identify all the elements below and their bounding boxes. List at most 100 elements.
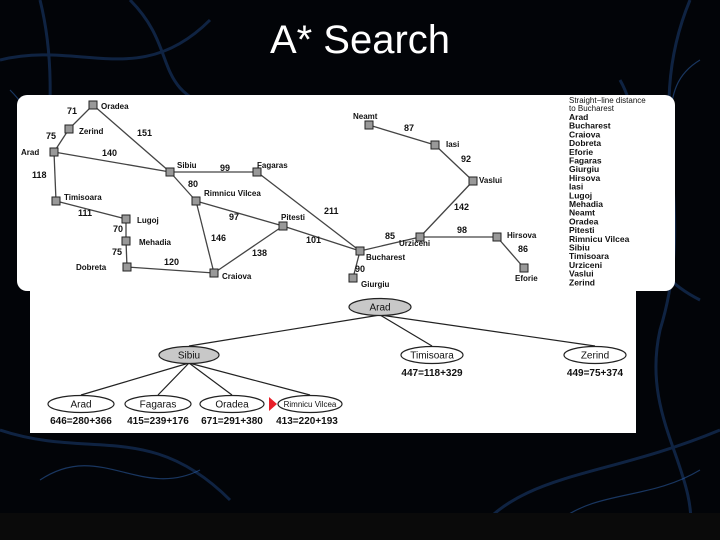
sld-table: Straight−line distance to Bucharest Arad… bbox=[569, 96, 646, 287]
tree-node-label: Oradea bbox=[215, 400, 249, 411]
city-marker bbox=[519, 263, 529, 273]
city-marker bbox=[122, 262, 132, 272]
sld-city: Oradea bbox=[569, 216, 599, 226]
tree-node-rimnicu-vilcea: Rimnicu Vilcea 413=220+193 bbox=[276, 394, 343, 427]
tree-node-label: Fagaras bbox=[140, 400, 177, 411]
sld-header-line1: Straight−line distance bbox=[569, 96, 646, 105]
city-marker bbox=[121, 214, 131, 224]
city-marker bbox=[209, 268, 219, 278]
edge-cost: 71 bbox=[67, 106, 77, 116]
a-star-search-tree: Arad Sibiu Timisoara 447=118+329 Zerind … bbox=[47, 297, 627, 427]
tree-node-timisoara: Timisoara 447=118+329 bbox=[400, 345, 464, 379]
city-marker bbox=[468, 176, 478, 186]
edge-cost: 118 bbox=[32, 170, 47, 180]
sld-rows: Arad 366 Bucharest 0 Craiova 160 Dobreta… bbox=[569, 112, 630, 287]
edge-cost: 211 bbox=[324, 206, 339, 216]
sld-city: Sibiu bbox=[569, 243, 590, 253]
tree-node-label: Timisoara bbox=[410, 351, 454, 362]
tree-node-fagaras: Fagaras 415=239+176 bbox=[124, 394, 192, 427]
edge-cost: 138 bbox=[252, 248, 267, 258]
city-label-pitesti: Pitesti bbox=[281, 213, 305, 222]
edge-cost: 92 bbox=[461, 154, 471, 164]
tree-node-label: Rimnicu Vilcea bbox=[284, 400, 337, 409]
romania-map-panel: Oradea Zerind Arad Timisoara Lugoj Mehad… bbox=[17, 95, 675, 291]
sld-city: Hirsova bbox=[569, 173, 600, 183]
edge-cost: 120 bbox=[164, 257, 179, 267]
city-marker bbox=[51, 196, 61, 206]
sld-city: Mehadia bbox=[569, 199, 603, 209]
roads bbox=[53, 104, 525, 279]
sld-city: Vaslui bbox=[569, 269, 594, 279]
tree-node-f-value: 671=291+380 bbox=[201, 416, 263, 427]
sld-city: Craiova bbox=[569, 129, 600, 139]
tree-edges bbox=[80, 314, 596, 396]
tree-node-zerind: Zerind 449=75+374 bbox=[563, 345, 627, 379]
tree-node-label: Sibiu bbox=[178, 351, 200, 362]
sld-city: Zerind bbox=[569, 277, 595, 287]
city-label-zerind: Zerind bbox=[79, 127, 104, 136]
search-tree-panel: Arad Sibiu Timisoara 447=118+329 Zerind … bbox=[30, 291, 636, 433]
edge-cost: 70 bbox=[113, 224, 123, 234]
city-marker bbox=[165, 167, 175, 177]
sld-city: Fagaras bbox=[569, 156, 602, 166]
city-label-fagaras: Fagaras bbox=[257, 161, 288, 170]
city-label-bucharest: Bucharest bbox=[366, 253, 405, 262]
city-label-mehadia: Mehadia bbox=[139, 238, 172, 247]
edge-cost: 99 bbox=[220, 163, 230, 173]
tree-node-f-value: 415=239+176 bbox=[127, 416, 189, 427]
city-marker bbox=[355, 246, 365, 256]
city-marker bbox=[191, 196, 201, 206]
edge-cost: 97 bbox=[229, 212, 239, 222]
city-label-oradea: Oradea bbox=[101, 102, 129, 111]
city-names: Oradea Zerind Arad Timisoara Lugoj Mehad… bbox=[21, 102, 538, 289]
edge-cost: 85 bbox=[385, 231, 395, 241]
sld-city: Eforie bbox=[569, 147, 593, 157]
tree-node-label: Arad bbox=[369, 303, 390, 314]
sld-city: Timisoara bbox=[569, 251, 609, 261]
sld-city: Iasi bbox=[569, 182, 583, 192]
city-marker bbox=[430, 140, 440, 150]
sld-city: Arad bbox=[569, 112, 588, 122]
city-label-dobreta: Dobreta bbox=[76, 263, 107, 272]
tree-node-arad-child: Arad 646=280+366 bbox=[47, 394, 115, 427]
city-marker bbox=[252, 167, 262, 177]
tree-node-label: Zerind bbox=[581, 351, 609, 362]
city-marker bbox=[64, 124, 74, 134]
edge-cost: 140 bbox=[102, 148, 117, 158]
next-expansion-marker-icon bbox=[269, 397, 277, 411]
city-label-eforie: Eforie bbox=[515, 274, 538, 283]
tree-node-f-value: 449=75+374 bbox=[567, 368, 624, 379]
sld-header-line2: to Bucharest bbox=[569, 104, 615, 113]
city-label-sibiu: Sibiu bbox=[177, 161, 197, 170]
city-marker bbox=[364, 120, 374, 130]
city-label-arad: Arad bbox=[21, 148, 39, 157]
edge-cost: 87 bbox=[404, 123, 414, 133]
romania-road-map: Oradea Zerind Arad Timisoara Lugoj Mehad… bbox=[21, 96, 646, 289]
sld-city: Dobreta bbox=[569, 138, 601, 148]
city-marker bbox=[348, 273, 358, 283]
city-label-lugoj: Lugoj bbox=[137, 216, 159, 225]
slide-footer-bar bbox=[0, 513, 720, 540]
city-label-vaslui: Vaslui bbox=[479, 176, 502, 185]
edge-cost: 86 bbox=[518, 244, 528, 254]
sld-city: Urziceni bbox=[569, 260, 602, 270]
city-marker bbox=[492, 232, 502, 242]
tree-node-oradea: Oradea 671=291+380 bbox=[199, 394, 265, 427]
tree-node-f-value: 447=118+329 bbox=[401, 368, 463, 379]
sld-city: Rimnicu Vilcea bbox=[569, 234, 630, 244]
sld-city: Bucharest bbox=[569, 121, 611, 131]
city-label-giurgiu: Giurgiu bbox=[361, 280, 390, 289]
sld-city: Giurgiu bbox=[569, 164, 599, 174]
edge-cost: 75 bbox=[46, 131, 56, 141]
slide-title: A* Search bbox=[269, 18, 451, 62]
edge-cost: 146 bbox=[211, 233, 226, 243]
city-label-craiova: Craiova bbox=[222, 272, 252, 281]
edge-cost: 90 bbox=[355, 264, 365, 274]
sld-city: Neamt bbox=[569, 208, 595, 218]
edge-cost: 80 bbox=[188, 179, 198, 189]
city-marker bbox=[278, 221, 288, 231]
city-label-iasi: Iasi bbox=[446, 140, 459, 149]
edge-cost: 111 bbox=[78, 208, 92, 218]
sld-city: Lugoj bbox=[569, 190, 592, 200]
city-label-rimnicu-vilcea: Rimnicu Vilcea bbox=[204, 189, 261, 198]
